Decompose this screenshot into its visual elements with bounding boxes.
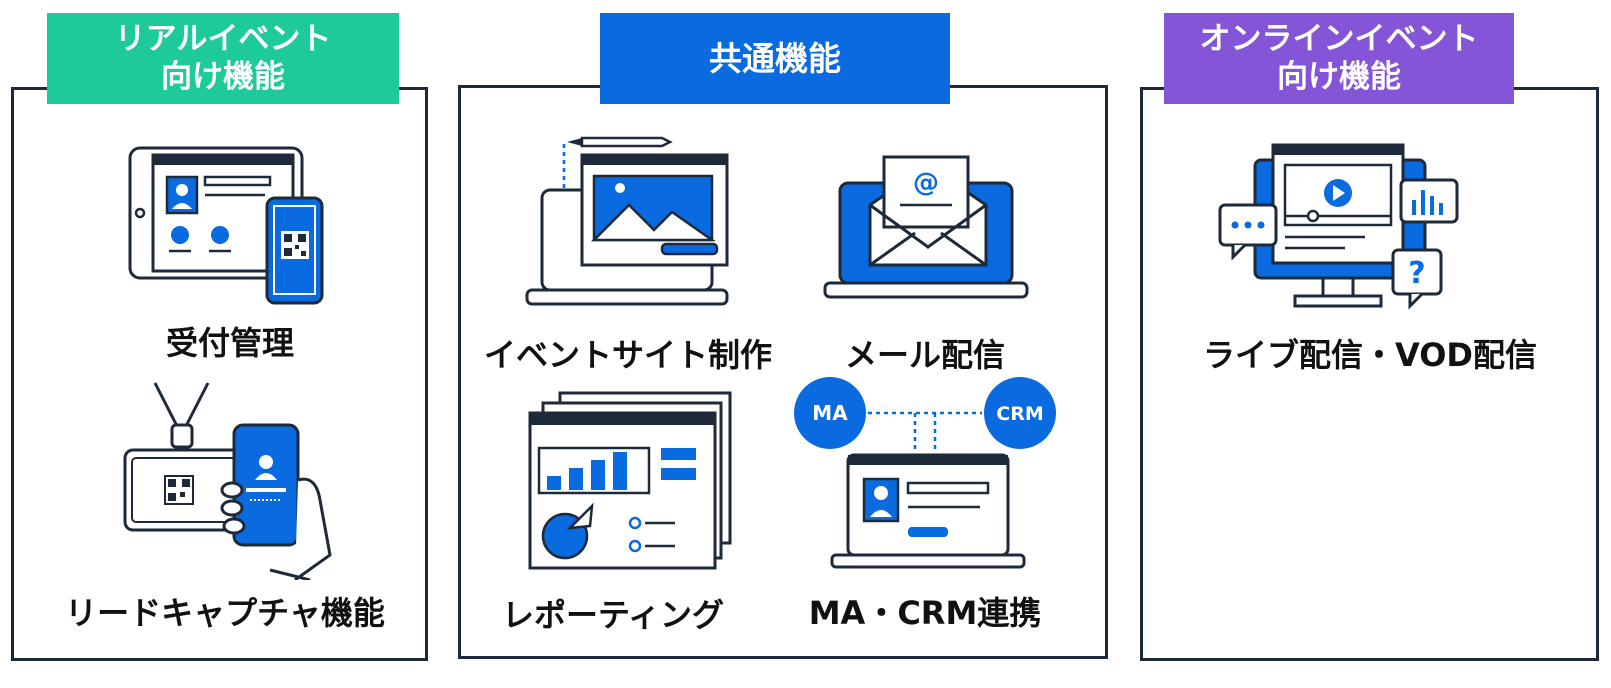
real-event-title-line1: リアルイベント xyxy=(114,21,332,58)
report-chart-icon xyxy=(525,388,735,573)
feature-label-live-vod: ライブ配信・VOD配信 xyxy=(1203,336,1537,374)
badge-phone-scan-icon xyxy=(120,380,340,580)
feature-label-lead-capture: リードキャプチャ機能 xyxy=(65,594,385,632)
feature-label-mail: メール配信 xyxy=(844,336,1005,374)
email-at-symbol: @ xyxy=(913,168,939,198)
crm-badge-text: CRM xyxy=(996,403,1043,425)
live-stream-monitor-icon: ? xyxy=(1215,140,1465,310)
online-event-title-line2: 向け機能 xyxy=(1277,58,1401,95)
question-mark-symbol: ? xyxy=(1408,256,1425,291)
online-event-title-line1: オンラインイベント xyxy=(1199,21,1479,58)
website-builder-icon xyxy=(522,130,732,310)
tablet-phone-qr-icon xyxy=(125,143,335,308)
common-title: 共通機能 xyxy=(709,38,841,78)
feature-label-reporting: レポーティング xyxy=(501,596,725,634)
real-event-header: リアルイベント 向け機能 xyxy=(47,13,399,104)
feature-label-ma-crm: MA・CRM連携 xyxy=(808,594,1042,632)
online-event-header: オンラインイベント 向け機能 xyxy=(1164,13,1514,104)
ma-badge-text: MA xyxy=(812,401,848,425)
real-event-title-line2: 向け機能 xyxy=(161,58,285,95)
email-laptop-icon: @ xyxy=(822,143,1030,303)
feature-label-reception: 受付管理 xyxy=(165,324,294,362)
common-header: 共通機能 xyxy=(600,13,950,104)
feature-label-event-site: イベントサイト制作 xyxy=(483,336,772,374)
ma-crm-laptop-icon: MA CRM xyxy=(790,375,1060,570)
